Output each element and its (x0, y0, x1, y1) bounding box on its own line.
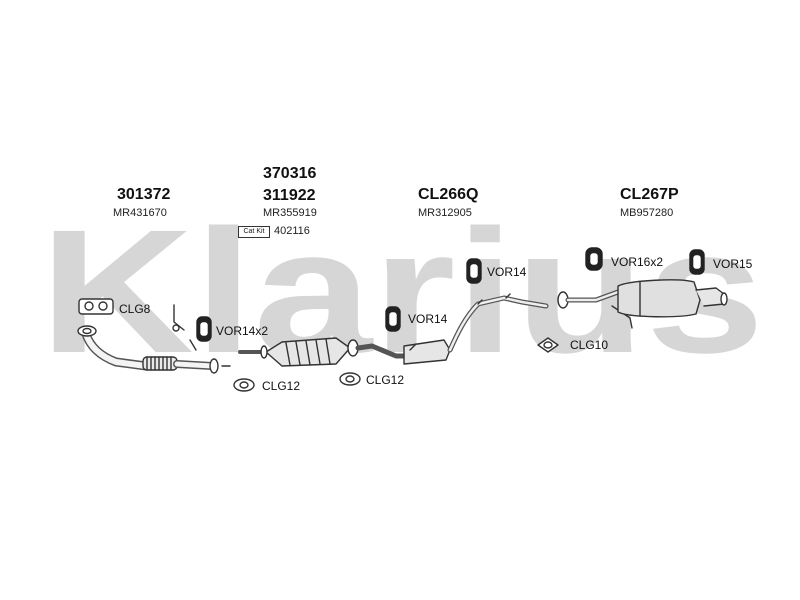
rubber-mount-icon (585, 247, 603, 271)
catalytic-converter (238, 337, 351, 367)
rubber-mount-icon (466, 258, 482, 284)
part-number-middle-section: CL266Q (418, 186, 479, 203)
fitting-label-clg10: CLG10 (570, 338, 609, 352)
gasket-icon (233, 378, 255, 392)
fitting-label-clg8: CLG8 (119, 302, 151, 316)
front-pipe (77, 304, 231, 374)
reference-front-pipe: MR431670 (113, 207, 167, 219)
reference-middle-section: MR312905 (418, 207, 472, 219)
cat-kit-number: 402116 (274, 225, 310, 237)
fitting-label-vor14-b: VOR14 (487, 265, 527, 279)
gasket-icon (339, 372, 361, 386)
rubber-mount-icon (196, 316, 212, 342)
part-number-catalyst-alt: 370316 (263, 165, 317, 182)
part-number-rear-box: CL267P (620, 186, 679, 203)
middle-section (347, 293, 549, 365)
fitting-label-vor15: VOR15 (713, 257, 753, 271)
fitting-label-clg12-b: CLG12 (366, 373, 405, 387)
reference-rear-box: MB957280 (620, 207, 674, 219)
rubber-mount-icon (385, 306, 401, 332)
fitting-label-vor16x2: VOR16x2 (611, 255, 664, 269)
reference-catalyst: MR355919 (263, 207, 317, 219)
fitting-label-clg12-a: CLG12 (262, 379, 301, 393)
rear-box (557, 279, 728, 329)
gasket-icon (537, 337, 559, 353)
part-number-catalyst: 311922 (263, 187, 316, 204)
fitting-label-vor14x2: VOR14x2 (216, 324, 269, 338)
part-number-front-pipe: 301372 (117, 186, 171, 203)
rubber-mount-icon (689, 249, 705, 275)
gasket-icon (78, 298, 114, 315)
cat-kit-badge: Cat Kit (238, 226, 270, 238)
fitting-label-vor14-a: VOR14 (408, 312, 448, 326)
